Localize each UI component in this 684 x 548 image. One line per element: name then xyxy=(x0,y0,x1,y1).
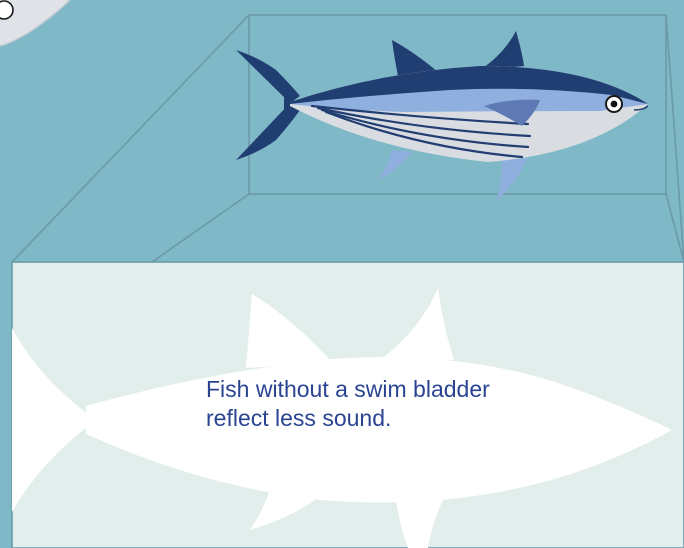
caption-line-2: reflect less sound. xyxy=(206,404,626,433)
caption-text: Fish without a swim bladder reflect less… xyxy=(206,375,626,433)
projection-line-left-bottom xyxy=(152,194,249,262)
projection-line-left-top xyxy=(12,15,249,262)
caption-line-1: Fish without a swim bladder xyxy=(206,375,626,404)
tuna-fish-icon xyxy=(236,31,648,201)
partial-fish-icon xyxy=(0,0,70,46)
